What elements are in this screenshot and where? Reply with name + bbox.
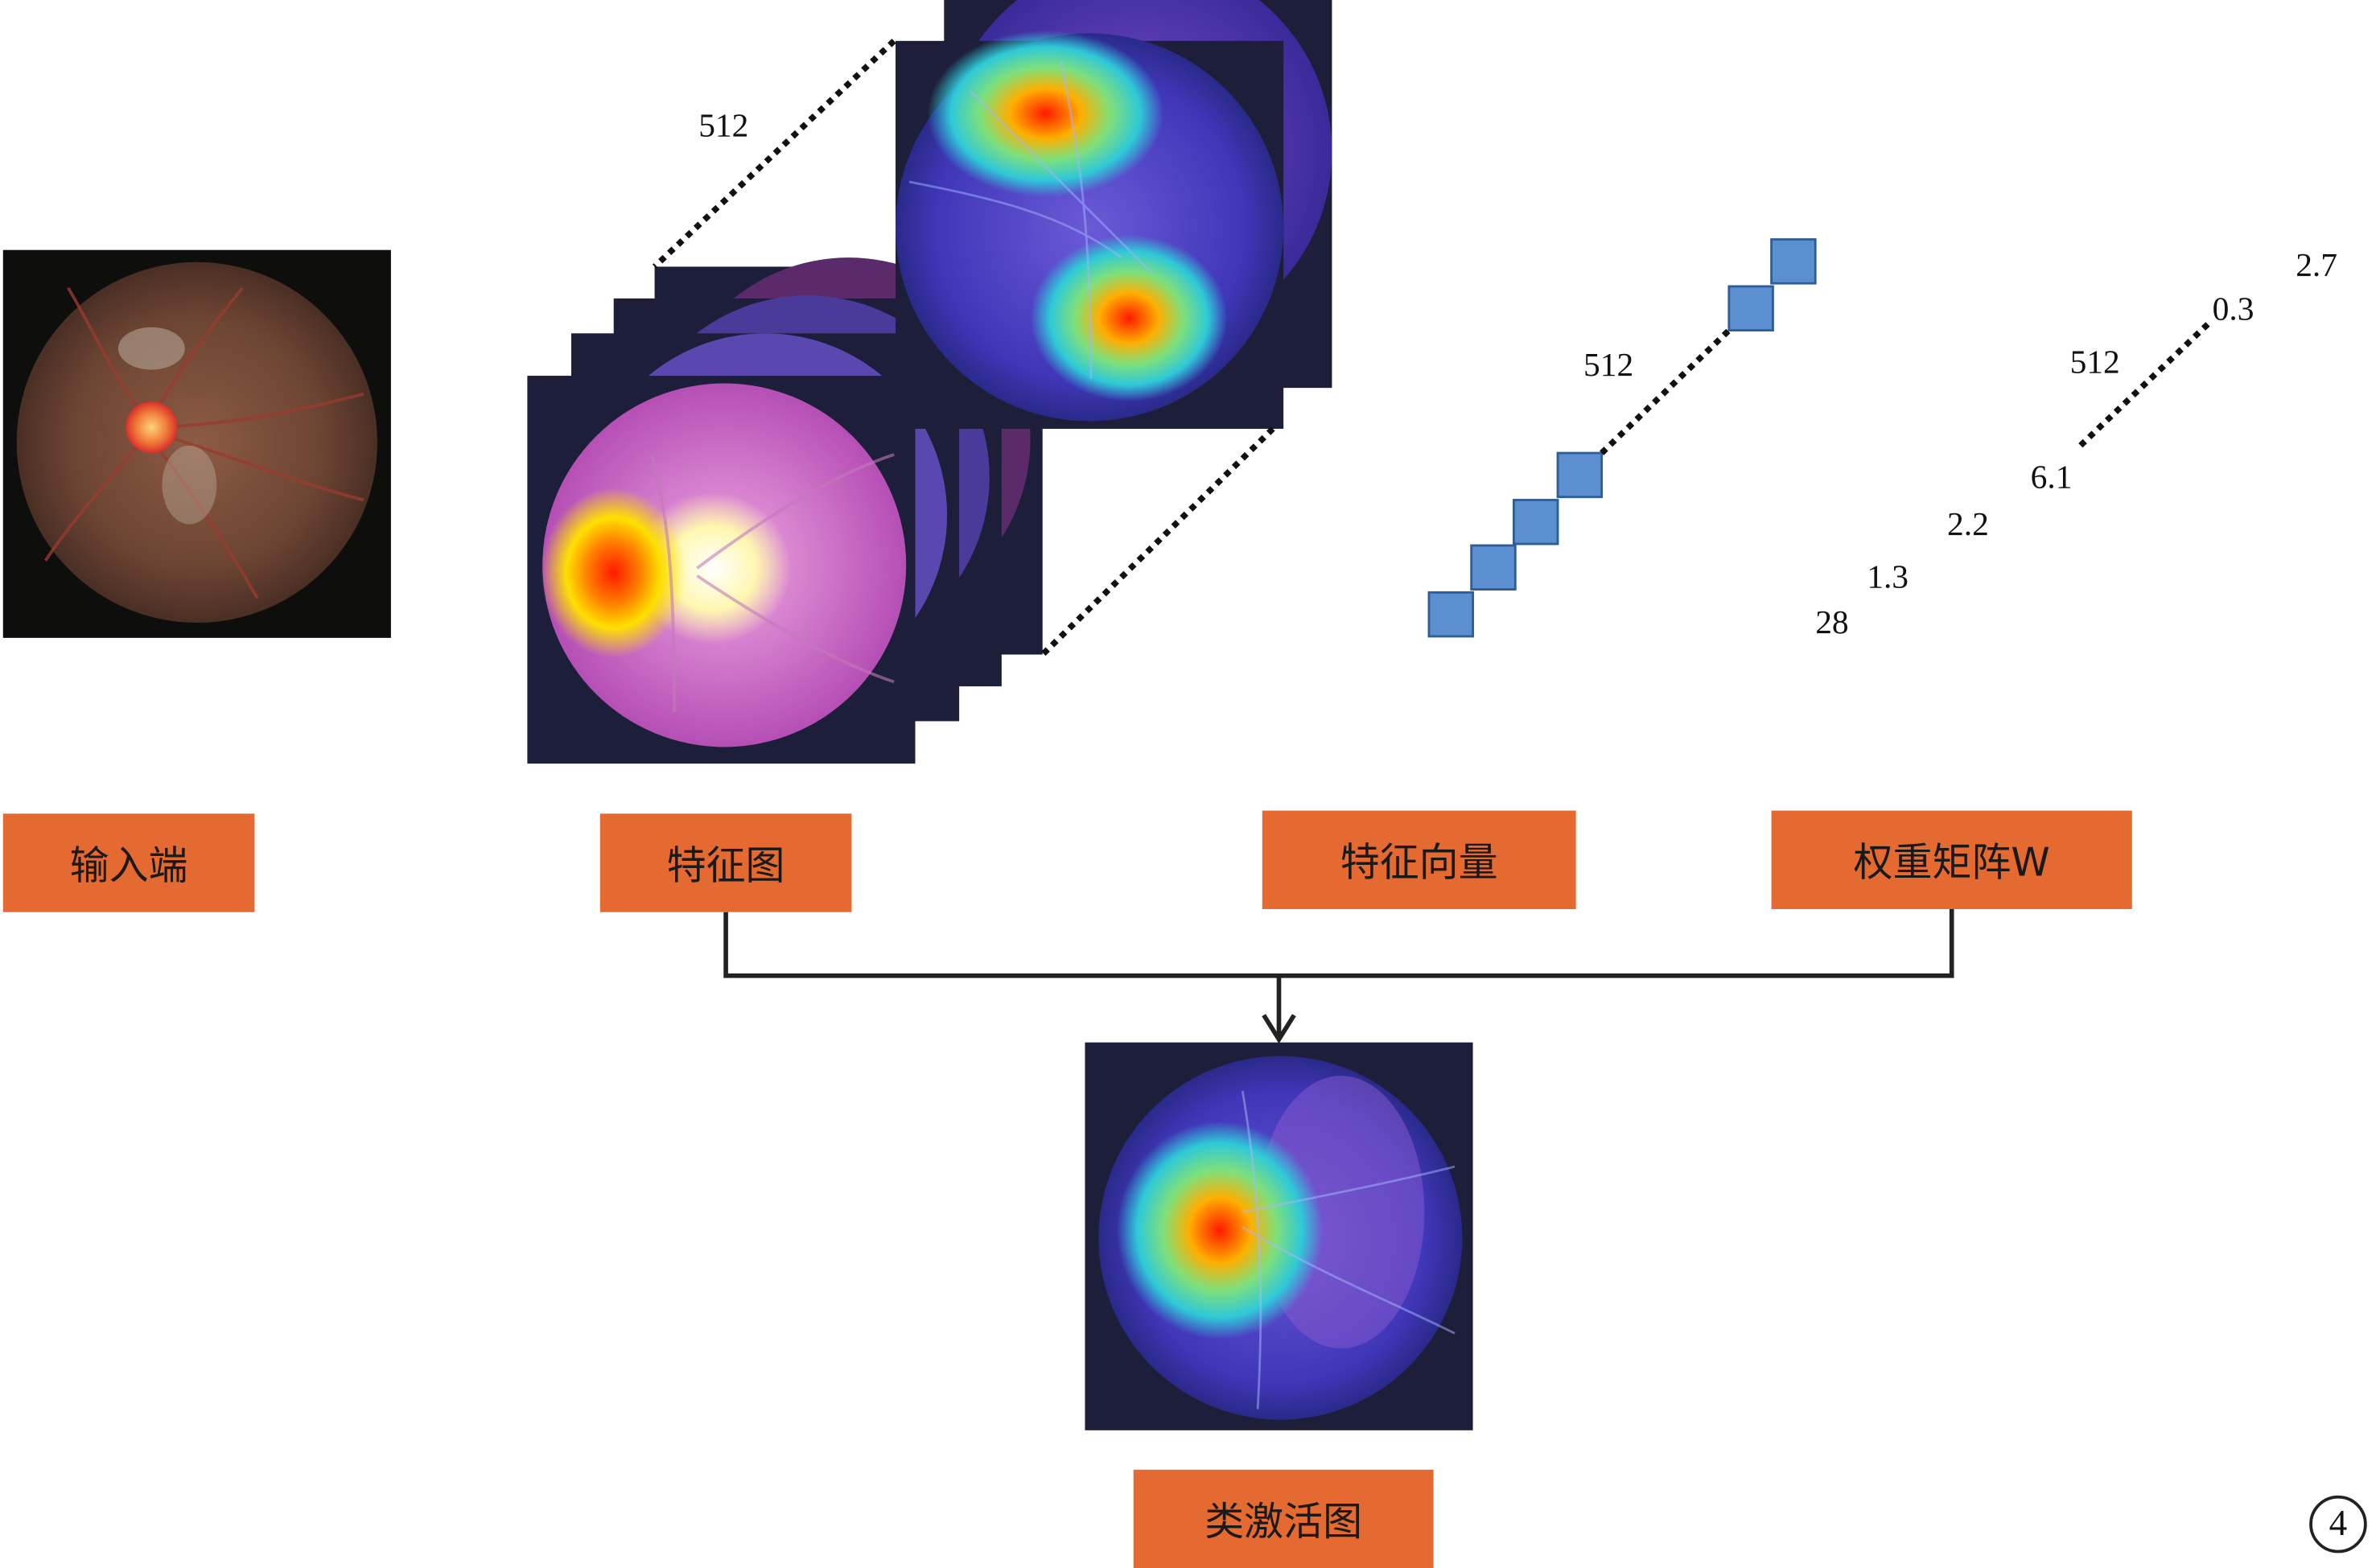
input-fundus-image	[2, 249, 391, 638]
vector-cell	[1727, 285, 1774, 331]
weight-value: 6.1	[2030, 457, 2073, 496]
feature-map-depth: 512	[698, 105, 749, 144]
weight-ellipsis	[2078, 320, 2212, 448]
weight-value: 2.2	[1947, 504, 1989, 543]
vector-cell	[1513, 499, 1559, 545]
vector-cell	[1470, 544, 1517, 591]
weight-value: 1.3	[1867, 558, 1909, 596]
weight-value: 28	[1815, 603, 1849, 641]
vector-cell	[1427, 591, 1474, 638]
cam-image	[1085, 1042, 1473, 1430]
connector-lines	[723, 908, 1954, 1044]
arrow-head	[1262, 1014, 1296, 1044]
vector-cell	[1770, 238, 1817, 285]
input-label: 输入端	[2, 813, 255, 912]
page-number: 4	[2309, 1495, 2367, 1554]
feature-vector	[1427, 238, 1817, 638]
feature-vector-length: 512	[1583, 345, 1634, 384]
cam-label: 类激活图	[1133, 1469, 1434, 1568]
weight-matrix-length: 512	[2069, 342, 2120, 381]
weight-value: 0.3	[2212, 289, 2255, 327]
feature-map-stack	[527, 0, 1332, 764]
weight-matrix-label: 权重矩阵W	[1771, 810, 2132, 909]
feature-vector-label: 特征向量	[1262, 810, 1576, 909]
weight-value: 2.7	[2296, 245, 2337, 284]
feature-map-label: 特征图	[599, 813, 852, 912]
vector-cell	[1556, 451, 1604, 499]
